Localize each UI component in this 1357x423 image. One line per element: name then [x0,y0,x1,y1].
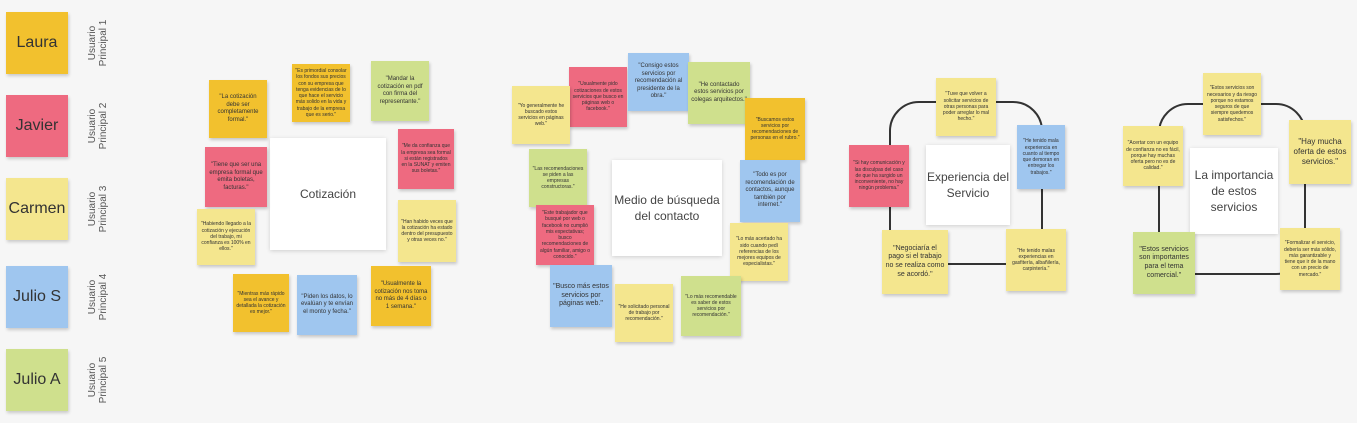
legend-role-text: Usuario Principal 5 [87,356,109,404]
sticky-note[interactable]: "Han habido veces que la cotización ha e… [398,200,456,262]
note-text: "Lo más acertado ha sido cuando pedí ref… [736,236,782,268]
note-text: "Tuve que volver a solicitar servicios d… [942,91,990,123]
sticky-note[interactable]: "Estos servicios son importantes para el… [1133,232,1195,294]
legend-role-5: Usuario Principal 5 [74,349,122,411]
sticky-note[interactable]: "Mandar la cotización en pdf con firma d… [371,61,429,121]
legend-name: Julio A [13,371,61,388]
sticky-note[interactable]: "Habiendo llegado a la cotización y ejec… [197,209,255,265]
sticky-note[interactable]: "He tenido malas experiencias en gasfite… [1006,229,1066,291]
note-text: "He tenido malas experiencias en gasfite… [1012,247,1060,273]
legend-role-3: Usuario Principal 3 [74,178,122,240]
note-text: "He contactado estos servicios por coleg… [691,81,747,103]
legend-name: Javier [15,117,59,134]
legend-note-laura[interactable]: Laura [6,12,68,74]
sticky-note[interactable]: "Si hay comunicación y las disculpas del… [849,145,909,207]
cluster-title-text: La importancia de estos servicios [1194,167,1274,215]
sticky-note[interactable]: "La cotización debe ser completamente fo… [209,80,267,138]
sticky-note[interactable]: "He contactado estos servicios por coleg… [688,62,750,124]
note-text: "Me da confianza que la empresa sea form… [401,143,451,175]
note-text: "Habiendo llegado a la cotización y ejec… [200,221,252,253]
note-text: "Formalizar el servicio, debería ser más… [1284,240,1336,278]
sticky-note[interactable]: "He tenido mala experiencia en cuanto al… [1017,125,1065,189]
legend-note-julio-s[interactable]: Julio S [6,266,68,328]
cluster-title-experiencia[interactable]: Experiencia del Servicio [926,145,1010,225]
legend-name: Julio S [12,288,62,305]
legend-role-4: Usuario Principal 4 [74,266,122,328]
legend-role-text: Usuario Principal 1 [87,19,109,67]
sticky-note[interactable]: "Usualmente la cotización nos toma no má… [371,266,431,326]
note-text: "Si hay comunicación y las disculpas del… [853,160,905,192]
note-text: "Buscamos estos servicios por recomendac… [750,116,800,142]
sticky-note[interactable]: "Tiene que ser una empresa formal que em… [205,147,267,207]
note-text: "Han habido veces que la cotización ha e… [401,218,453,244]
note-text: "Es primordial consolar los fondos sus p… [295,68,347,118]
legend-note-julio-a[interactable]: Julio A [6,349,68,411]
legend-role-2: Usuario Principal 2 [74,95,122,157]
legend-note-javier[interactable]: Javier [6,95,68,157]
legend-role-text: Usuario Principal 3 [87,185,109,233]
legend-role-text: Usuario Principal 4 [87,273,109,321]
note-text: "Usualmente pido cotizaciones de estos s… [572,81,624,113]
cluster-title-medio-busqueda[interactable]: Medio de búsqueda del contacto [612,160,722,256]
note-text: "Estos servicios son necesarios y da rie… [1206,85,1258,123]
note-text: "Piden los datos, lo evalúan y te envían… [300,293,354,315]
note-text: "Tiene que ser una empresa formal que em… [209,162,263,191]
cluster-title-cotizacion[interactable]: Cotización [270,138,386,250]
sticky-note[interactable]: "Lo más acertado ha sido cuando pedí ref… [730,223,788,281]
sticky-note[interactable]: "Mientras más rápido sea el avance y det… [233,274,289,332]
note-text: "Consigo estos servicios por recomendaci… [634,63,683,100]
note-text: "Hay mucha oferta de estos servicios." [1293,137,1347,166]
sticky-note[interactable]: "Busco más estos servicios por páginas w… [550,265,612,327]
cluster-title-text: Cotización [299,186,357,201]
note-text: "Acertar con un equipo de confianza no e… [1126,140,1180,172]
sticky-note[interactable]: "Tuve que volver a solicitar servicios d… [936,78,996,136]
note-text: "Busco más estos servicios por páginas w… [553,282,609,308]
sticky-note[interactable]: "Este trabajador que busqué por web o fa… [536,205,594,265]
sticky-note[interactable]: "Acertar con un equipo de confianza no e… [1123,126,1183,186]
legend-name: Carmen [8,200,66,217]
note-text: "La cotización debe ser completamente fo… [217,94,259,123]
note-text: "Mientras más rápido sea el avance y det… [236,290,286,316]
note-text: "Yo generalmente he buscado estos servic… [517,102,565,128]
sticky-note[interactable]: "Piden los datos, lo evalúan y te envían… [297,275,357,335]
sticky-note[interactable]: "Consigo estos servicios por recomendaci… [628,53,689,111]
note-text: "He tenido mala experiencia en cuanto al… [1022,138,1060,176]
sticky-note[interactable]: "Todo es por recomendación de contactos,… [740,160,800,222]
sticky-note[interactable]: "Formalizar el servicio, debería ser más… [1280,228,1340,290]
sticky-note[interactable]: "Hay mucha oferta de estos servicios." [1289,120,1351,184]
note-text: "Todo es por recomendación de contactos,… [745,172,795,209]
legend-role-text: Usuario Principal 2 [87,102,109,150]
sticky-note[interactable]: "Me da confianza que la empresa sea form… [398,129,454,189]
sticky-note[interactable]: "Es primordial consolar los fondos sus p… [292,64,350,122]
note-text: "Lo más recomendable es saber de estos s… [685,293,737,319]
legend-name: Laura [16,34,58,51]
sticky-note[interactable]: "He solicitado personal de trabajo por r… [615,284,673,342]
sticky-note[interactable]: "Las recomendaciones se piden a las empr… [529,149,587,207]
cluster-title-text: Medio de búsqueda del contacto [614,192,720,223]
note-text: "He solicitado personal de trabajo por r… [618,303,670,323]
note-text: "Este trabajador que busqué por web o fa… [539,210,591,260]
note-text: "Usualmente la cotización nos toma no má… [374,281,428,310]
sticky-note[interactable]: "Lo más recomendable es saber de estos s… [681,276,741,336]
note-text: "Las recomendaciones se piden a las empr… [532,165,584,191]
sticky-note[interactable]: "Buscamos estos servicios por recomendac… [745,98,805,160]
cluster-title-text: Experiencia del Servicio [926,169,1010,200]
sticky-note[interactable]: "Negociaría el pago si el trabajo no se … [882,230,948,294]
sticky-note[interactable]: "Estos servicios son necesarios y da rie… [1203,73,1261,135]
sticky-note[interactable]: "Yo generalmente he buscado estos servic… [512,86,570,144]
cluster-title-importancia[interactable]: La importancia de estos servicios [1190,148,1278,234]
sticky-note[interactable]: "Usualmente pido cotizaciones de estos s… [569,67,627,127]
legend-note-carmen[interactable]: Carmen [6,178,68,240]
note-text: "Estos servicios son importantes para el… [1139,245,1189,279]
note-text: "Negociaría el pago si el trabajo no se … [885,244,945,278]
note-text: "Mandar la cotización en pdf con firma d… [377,76,423,105]
legend-role-1: Usuario Principal 1 [74,12,122,74]
